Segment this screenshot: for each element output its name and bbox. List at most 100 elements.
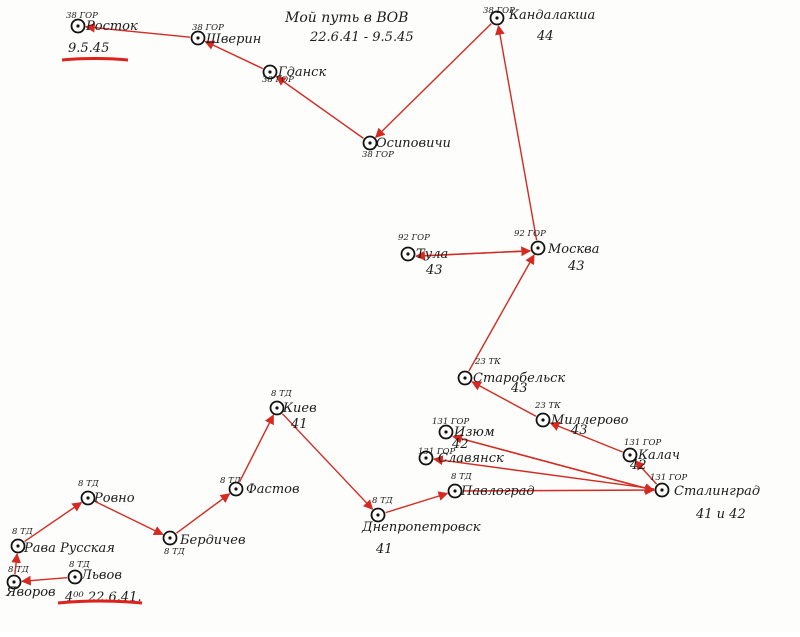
city-label: Фастов (246, 482, 300, 497)
year-label: 41 и 42 (695, 507, 746, 522)
unit-label: 131 ГОР (624, 438, 662, 448)
city-marker-icon (162, 530, 178, 546)
city-marker-icon (457, 370, 473, 386)
unit-label: 131 ГОР (650, 473, 688, 483)
unit-label: 38 ГОР (66, 11, 98, 21)
year-label: 41 (375, 542, 393, 557)
unit-label: 38 ГОР (362, 150, 394, 160)
city-node-rovno: Ровно 8 ТД (78, 479, 135, 506)
city-marker-icon (489, 10, 505, 26)
city-marker-dot (536, 246, 540, 250)
city-marker-icon (370, 507, 386, 523)
route-arrow-berdichev-to-fastov (176, 493, 231, 534)
city-marker-icon (418, 450, 434, 466)
start-date-underline (57, 599, 143, 605)
city-marker-icon (70, 18, 86, 34)
city-marker-dot (86, 496, 90, 500)
city-marker-dot (406, 252, 410, 256)
year-label: 44 (536, 29, 554, 44)
end-date-underline (61, 57, 129, 62)
city-marker-dot (73, 575, 77, 579)
city-marker-dot (424, 456, 428, 460)
city-label: Славянск (438, 451, 504, 466)
route-arrow-starobelsk-to-moskva (468, 254, 535, 372)
city-marker-icon (269, 400, 285, 416)
city-marker-dot (76, 24, 80, 28)
unit-label: 38 ГОР (483, 6, 515, 16)
year-label: 9.5.45 (68, 41, 109, 56)
city-marker-dot (463, 376, 467, 380)
city-marker-dot (376, 513, 380, 517)
route-arrow-kiev-to-dnepropetrovsk (281, 413, 374, 510)
city-label: Осиповичи (376, 136, 451, 151)
year-label: 42 (629, 458, 647, 473)
city-marker-dot (368, 141, 372, 145)
route-edges (11, 22, 658, 586)
city-marker-dot (541, 418, 545, 422)
route-arrow-shverin-to-rostok (84, 22, 191, 38)
city-label: Шверин (205, 32, 261, 47)
city-marker-dot (660, 488, 664, 492)
city-marker-icon (228, 481, 244, 497)
route-arrow-izyum-to-stalingrad (452, 435, 655, 493)
unit-label: 131 ГОР (432, 417, 470, 427)
route-arrow-osipovichi-to-gdansk (275, 76, 364, 139)
city-marker-icon (80, 490, 96, 506)
city-marker-dot (495, 16, 499, 20)
city-marker-icon (447, 483, 463, 499)
year-label: 43 (570, 423, 588, 438)
city-label: Яворов (5, 585, 56, 600)
year-label: 43 (567, 259, 585, 274)
city-marker-dot (628, 453, 632, 457)
diagram-period: 22.6.41 - 9.5.45 (309, 30, 414, 45)
city-node-fastov: Фастов 8 ТД (220, 476, 300, 497)
city-marker-dot (196, 36, 200, 40)
unit-label: 8 ТД (164, 547, 186, 557)
route-arrow-stalingrad-to-kalach (634, 460, 658, 485)
unit-label: 8 ТД (12, 527, 34, 537)
year-label: 42 (451, 437, 469, 452)
city-marker-dot (12, 580, 16, 584)
city-marker-icon (530, 240, 546, 256)
unit-label: 38 ГОР (192, 23, 224, 33)
route-arrow-yavorov-to-rava (11, 552, 22, 575)
city-marker-icon (6, 574, 22, 590)
city-label: Павлоград (460, 484, 535, 499)
route-arrow-stalingrad-to-slavyansk (432, 455, 655, 490)
city-marker-dot (444, 430, 448, 434)
city-marker-dot (275, 406, 279, 410)
unit-label: 92 ГОР (398, 233, 430, 243)
city-marker-icon (438, 424, 454, 440)
city-label: Миллерово (550, 413, 629, 428)
city-label: Ровно (93, 491, 135, 506)
unit-label: 8 ТД (451, 472, 473, 482)
route-arrow-moskva-to-kandalaksha (495, 24, 538, 241)
route-arrow-lvov-to-yavorov (20, 575, 68, 586)
city-marker-dot (268, 70, 272, 74)
unit-label: 38 ГОР (262, 75, 294, 85)
route-arrow-rovno-to-berdichev (94, 500, 164, 536)
unit-label: 8 ТД (220, 476, 242, 486)
city-label: Тула (416, 247, 448, 262)
city-label: Калач (637, 448, 680, 463)
city-marker-dot (16, 544, 20, 548)
city-marker-icon (67, 569, 83, 585)
route-arrow-millerovo-to-starobelsk (471, 381, 537, 417)
city-marker-icon (654, 482, 670, 498)
unit-label: 8 ТД (78, 479, 100, 489)
route-arrow-kalach-to-millerovo (549, 421, 623, 453)
